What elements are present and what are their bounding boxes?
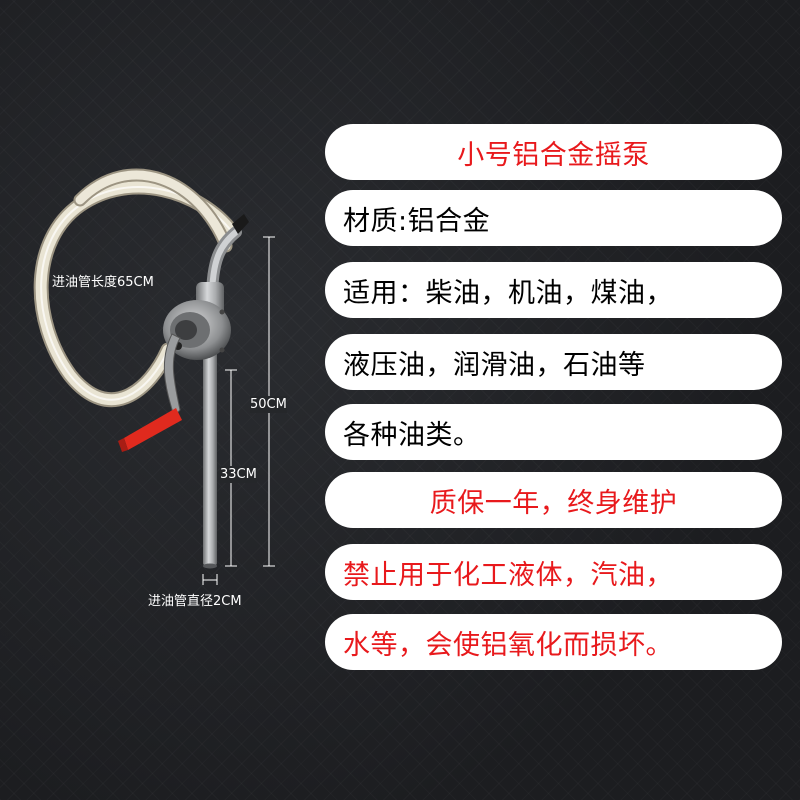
feature-text: 禁止用于化工液体，汽油， (343, 559, 673, 591)
tube-diameter-label: 进油管直径2CM (148, 594, 242, 609)
feature-pill: 禁止用于化工液体，汽油， (325, 544, 782, 600)
feature-pill: 适用：柴油，机油，煤油， (325, 262, 782, 318)
feature-text: 适用：柴油，机油，煤油， (343, 277, 673, 309)
feature-pill: 各种油类。 (325, 404, 782, 460)
feature-text: 水等，会使铝氧化而损坏。 (343, 629, 673, 661)
feature-pill: 水等，会使铝氧化而损坏。 (325, 614, 782, 670)
feature-pill: 质保一年，终身维护 (325, 472, 782, 528)
tube-length-label: 33CM (220, 466, 257, 483)
hose-length-label: 进油管长度65CM (52, 275, 154, 290)
feature-text: 小号铝合金摇泵 (457, 139, 650, 171)
suction-tube (203, 320, 217, 565)
feature-text: 材质:铝合金 (343, 205, 491, 237)
feature-pill: 小号铝合金摇泵 (325, 124, 782, 180)
feature-pill: 材质:铝合金 (325, 190, 782, 246)
feature-text: 质保一年，终身维护 (429, 487, 678, 519)
crank-handle (118, 408, 182, 452)
total-height-label: 50CM (250, 396, 287, 413)
hose (33, 168, 240, 408)
feature-text: 液压油，润滑油，石油等 (343, 349, 646, 381)
feature-pill: 液压油，润滑油，石油等 (325, 334, 782, 390)
pump-illustration (33, 168, 275, 585)
feature-text: 各种油类。 (343, 419, 481, 451)
pump-body (163, 282, 231, 360)
